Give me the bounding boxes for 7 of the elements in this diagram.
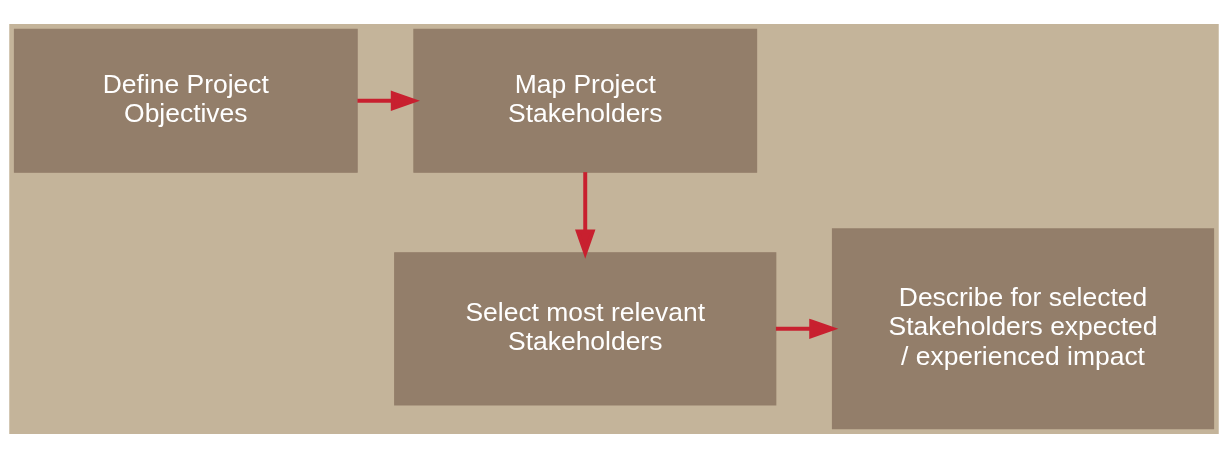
node-box: Define Project Objectives — [13, 28, 358, 173]
node-box: Describe for selected Stakeholders expected / experienced impact — [831, 228, 1215, 430]
node-box: Select most relevant Stakeholders — [394, 252, 777, 406]
arrow — [357, 90, 420, 111]
arrow — [575, 172, 596, 259]
node-box: Map Project Stakeholders — [413, 28, 758, 173]
arrow — [775, 318, 839, 340]
